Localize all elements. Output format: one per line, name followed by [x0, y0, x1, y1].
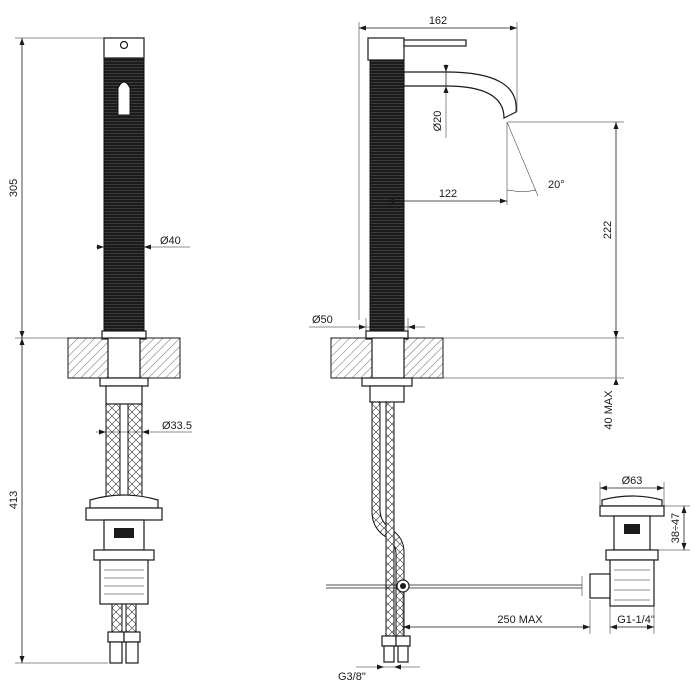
arrow-icon: [647, 624, 654, 630]
arrow-icon: [403, 624, 410, 630]
front-waste-slot: [114, 528, 134, 538]
side-ribbed-body: [369, 59, 405, 334]
arrow-icon: [97, 244, 104, 250]
dim-side-angle: 20°: [548, 179, 565, 191]
side-fitting-b: [395, 635, 411, 647]
front-waste-nut: [93, 549, 155, 561]
arrow-icon: [19, 338, 25, 345]
dim-front-hose-dia: Ø33.5: [162, 420, 192, 432]
popup-rod-knob-center: [400, 583, 406, 589]
arrow-icon: [443, 65, 449, 72]
side-lever-arm: [403, 39, 467, 47]
angle-ref-slant: [506, 121, 539, 197]
arrow-icon: [443, 86, 449, 93]
arrow-icon: [657, 485, 664, 491]
side-view: 162 Ø20 20° 122 222: [309, 15, 690, 683]
front-deck-bore: [107, 337, 141, 379]
arrow-icon: [681, 543, 687, 550]
arrow-icon: [377, 664, 384, 670]
arrow-icon: [510, 25, 517, 31]
front-fitting-right-nut: [125, 641, 139, 664]
side-deck-bore: [371, 337, 405, 379]
waste-slot: [624, 524, 640, 534]
side-fitting-a: [381, 635, 397, 647]
arrow-icon: [394, 664, 401, 670]
front-fitting-left-nut: [109, 641, 123, 664]
arrow-icon: [613, 331, 619, 338]
front-waste-tail: [99, 559, 149, 605]
dim-side-spout-height: 222: [602, 221, 614, 239]
front-hose-lower-right: [125, 603, 137, 633]
arrow-icon: [19, 656, 25, 663]
arrow-icon: [144, 244, 151, 250]
side-fix-nut: [361, 377, 413, 387]
arrow-icon: [142, 429, 149, 435]
front-view: 305 413 Ø40 Ø33.5: [8, 37, 192, 664]
arrow-icon: [408, 324, 415, 330]
arrow-icon: [681, 506, 687, 513]
arrow-icon: [583, 624, 590, 630]
arrow-icon: [610, 624, 617, 630]
angle-arc: [506, 189, 537, 192]
arrow-icon: [613, 378, 619, 385]
dim-side-reach: 122: [439, 188, 457, 200]
dim-hose-thread: G3/8": [338, 671, 366, 683]
arrow-icon: [359, 324, 366, 330]
arrow-icon: [19, 331, 25, 338]
arrow-icon: [387, 198, 394, 204]
front-hose-lower-left: [111, 603, 123, 633]
dim-front-height-lower: 413: [8, 491, 20, 509]
side-fix-shank: [369, 385, 405, 403]
waste-nut: [605, 549, 659, 561]
dim-waste-dia: Ø63: [622, 475, 643, 487]
arrow-icon: [19, 38, 25, 45]
arrow-icon: [359, 25, 366, 31]
front-fitting-left: [107, 631, 125, 643]
dim-side-spout-dia: Ø20: [432, 111, 444, 132]
arrow-icon: [600, 485, 607, 491]
dim-side-width: 162: [429, 15, 447, 27]
dim-waste-rod-length: 250 MAX: [497, 614, 543, 626]
dim-waste-adjust: 38÷47: [670, 513, 682, 544]
front-fitting-right: [123, 631, 141, 643]
arrow-icon: [99, 429, 106, 435]
waste-flange: [599, 505, 665, 517]
dim-side-base-dia: Ø50: [312, 314, 333, 326]
dim-front-body-dia: Ø40: [160, 235, 181, 247]
front-hose-left: [105, 403, 121, 499]
front-fix-nut: [99, 377, 149, 387]
front-fix-shank: [105, 385, 143, 405]
side-fitting-a-nut: [383, 645, 395, 663]
side-hose-front: [385, 401, 395, 637]
front-hose-right: [127, 403, 143, 499]
side-lever-hub: [367, 37, 405, 61]
front-spout-outlet: [117, 81, 131, 116]
arrow-icon: [613, 122, 619, 129]
waste-lower-body: [609, 559, 655, 607]
lever-hole: [119, 40, 129, 50]
front-waste-cap: [89, 494, 159, 509]
arrow-icon: [500, 198, 507, 204]
dim-side-deck-thickness: 40 MAX: [603, 390, 615, 430]
front-waste-flange: [85, 507, 163, 521]
dim-front-height-upper: 305: [8, 179, 20, 197]
side-spout: [403, 71, 517, 119]
dim-waste-thread: G1-1/4": [617, 614, 655, 626]
waste-rod-housing: [589, 573, 611, 599]
waste-cap: [601, 495, 663, 507]
side-fitting-b-nut: [397, 645, 409, 663]
